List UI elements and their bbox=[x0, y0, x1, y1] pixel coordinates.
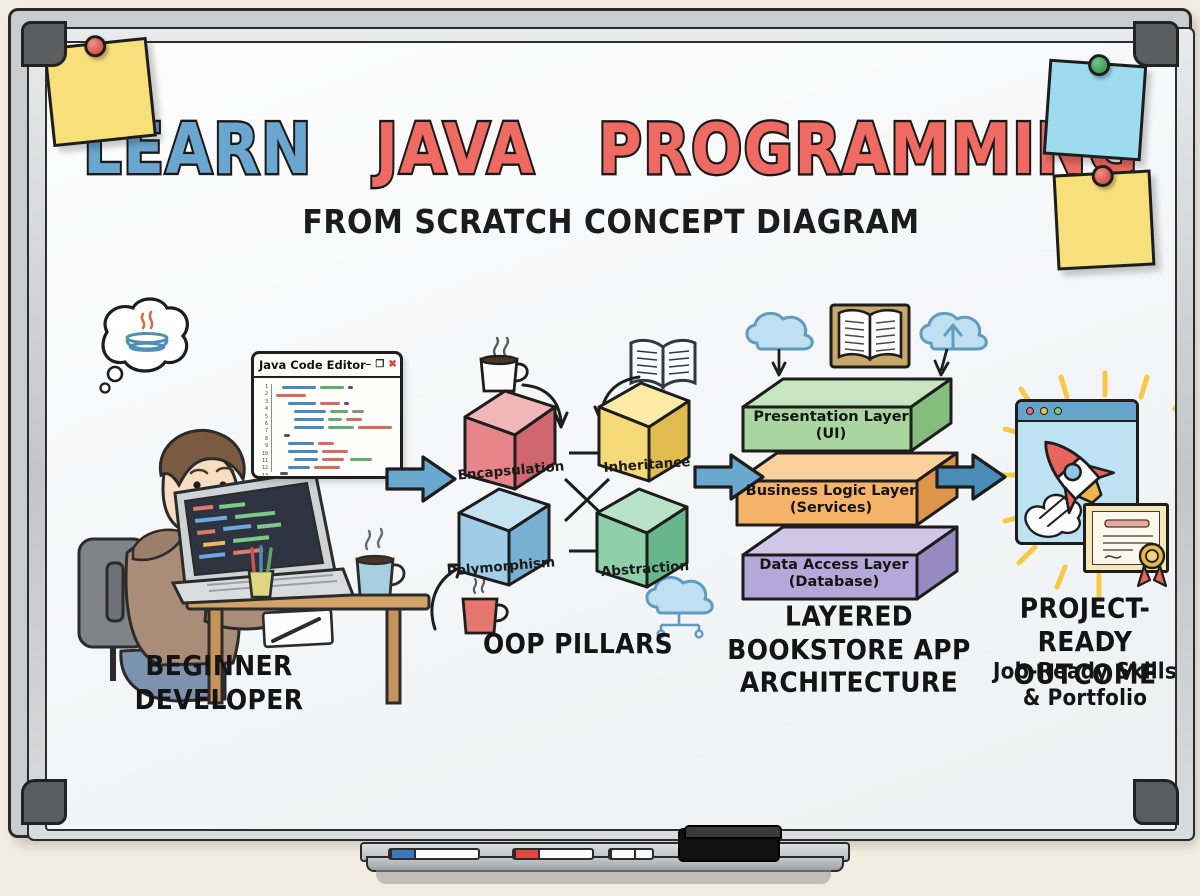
sticky-note-top-right-blue[interactable] bbox=[1042, 53, 1148, 162]
slab-label-presentation: Presentation Layer (UI) bbox=[741, 409, 921, 443]
arrow-oop-to-layers bbox=[693, 453, 765, 501]
whiteboard-frame-outer: LEARN JAVA PROGRAMMING FROM SCRATCH CONC… bbox=[8, 8, 1195, 841]
slab-label-data-access: Data Access Layer (Database) bbox=[741, 557, 927, 591]
marker-tray bbox=[360, 825, 850, 886]
title-word-java: JAVA bbox=[374, 107, 536, 193]
editor-title: Java Code Editor bbox=[259, 358, 366, 372]
caption-layered-architecture: LAYERED BOOKSTORE APP ARCHITECTURE bbox=[719, 600, 979, 699]
red-marker-cap bbox=[514, 848, 540, 860]
white-marker-cap bbox=[610, 848, 636, 860]
magnet-green-right bbox=[1087, 53, 1111, 77]
white-marker[interactable] bbox=[608, 848, 654, 860]
pen-icon bbox=[271, 617, 321, 643]
editor-title-bar: Java Code Editor – ❐ ✖ bbox=[254, 354, 400, 378]
slab-data-access-layer[interactable] bbox=[739, 521, 961, 617]
open-book-icon-layers bbox=[829, 303, 911, 369]
maximize-icon[interactable]: ❐ bbox=[375, 359, 385, 370]
blue-marker[interactable] bbox=[388, 848, 480, 860]
caption-layered-line1: LAYERED bbox=[785, 599, 913, 633]
curve-arrow-mug-to-cube bbox=[521, 383, 569, 429]
blue-marker-cap bbox=[390, 848, 416, 860]
sticky-note-right-yellow[interactable] bbox=[1052, 164, 1156, 271]
rocket-icon bbox=[1024, 440, 1115, 538]
browser-dot-yellow[interactable] bbox=[1040, 407, 1048, 415]
slab-business-line2: (Services) bbox=[789, 499, 873, 516]
caption-layered-line3: ARCHITECTURE bbox=[739, 665, 959, 699]
caption-outcome-subtext: Job-Ready Skills & Portfolio bbox=[977, 657, 1177, 711]
page-subtitle: FROM SCRATCH CONCEPT DIAGRAM bbox=[302, 203, 920, 242]
hair bbox=[158, 428, 246, 489]
certificate-lines bbox=[1103, 519, 1153, 559]
tray-shadow bbox=[376, 870, 831, 884]
cube-abstraction[interactable] bbox=[581, 481, 701, 601]
caption-outcome-line2: OUTCOME bbox=[1013, 657, 1157, 691]
slab-presentation-layer[interactable] bbox=[739, 373, 955, 469]
minimize-icon[interactable]: – bbox=[365, 359, 372, 370]
caption-layered-line2: BOOKSTORE APP bbox=[727, 632, 971, 666]
caption-beginner-line2: DEVELOPER bbox=[134, 682, 304, 715]
caption-beginner-developer: BEGINNER DEVELOPER bbox=[109, 649, 329, 715]
pencil-cup-icon bbox=[247, 545, 275, 599]
caption-outcome-sub1: Job-Ready Skills bbox=[993, 657, 1177, 684]
arrow-layers-to-outcome bbox=[935, 453, 1007, 501]
thought-bubble bbox=[99, 297, 189, 394]
browser-dot-green[interactable] bbox=[1054, 407, 1062, 415]
slab-business-line1: Business Logic Layer bbox=[745, 483, 917, 499]
frame-corner-top-left bbox=[21, 21, 67, 67]
browser-dot-red[interactable] bbox=[1026, 407, 1034, 415]
frame-corner-bottom-left bbox=[21, 779, 67, 825]
cloud-icon-oop bbox=[645, 575, 714, 639]
frame-corner-top-right bbox=[1133, 21, 1179, 67]
magnet-red-right bbox=[1091, 164, 1115, 188]
cloud-icon-left bbox=[745, 311, 814, 377]
red-mug-icon bbox=[461, 576, 509, 635]
close-icon[interactable]: ✖ bbox=[388, 359, 397, 370]
cube-encapsulation[interactable] bbox=[443, 383, 563, 503]
page-title: LEARN JAVA PROGRAMMING bbox=[47, 107, 1175, 193]
slab-presentation-line1: Presentation Layer bbox=[753, 409, 909, 425]
coffee-mug-icon-oop bbox=[479, 336, 529, 393]
whiteboard-surface: LEARN JAVA PROGRAMMING FROM SCRATCH CONC… bbox=[45, 41, 1177, 831]
cube-inheritance[interactable] bbox=[585, 377, 705, 497]
slab-label-business: Business Logic Layer (Services) bbox=[735, 483, 927, 517]
slab-data-line2: (Database) bbox=[788, 573, 880, 590]
browser-title-bar bbox=[1018, 402, 1136, 422]
frame-corner-bottom-right bbox=[1133, 779, 1179, 825]
whiteboard-eraser[interactable] bbox=[678, 825, 782, 862]
beginner-developer-illustration bbox=[77, 428, 431, 705]
open-book-icon-oop bbox=[629, 338, 697, 391]
slab-business-logic-layer[interactable] bbox=[733, 447, 961, 543]
arrow-developer-to-oop bbox=[385, 455, 457, 503]
caption-beginner-line1: BEGINNER bbox=[145, 649, 293, 682]
coffee-mug-icon bbox=[355, 527, 406, 597]
caption-outcome-line1: PROJECT-READY bbox=[1019, 591, 1151, 658]
cloud-upload-icon bbox=[919, 311, 988, 377]
certificate-icon bbox=[1083, 503, 1169, 588]
caption-project-ready-outcome: PROJECT-READY OUTCOME bbox=[977, 591, 1175, 691]
caption-outcome-sub2: & Portfolio bbox=[1022, 683, 1148, 711]
java-logo-icon bbox=[140, 310, 154, 330]
slab-data-line1: Data Access Layer bbox=[759, 557, 909, 573]
slab-presentation-line2: (UI) bbox=[815, 425, 847, 442]
cube-polymorphism[interactable] bbox=[437, 479, 557, 599]
caption-oop-pillars: OOP PILLARS bbox=[482, 627, 674, 660]
certificate-ribbon-icon bbox=[1136, 542, 1168, 588]
red-marker[interactable] bbox=[512, 848, 594, 860]
